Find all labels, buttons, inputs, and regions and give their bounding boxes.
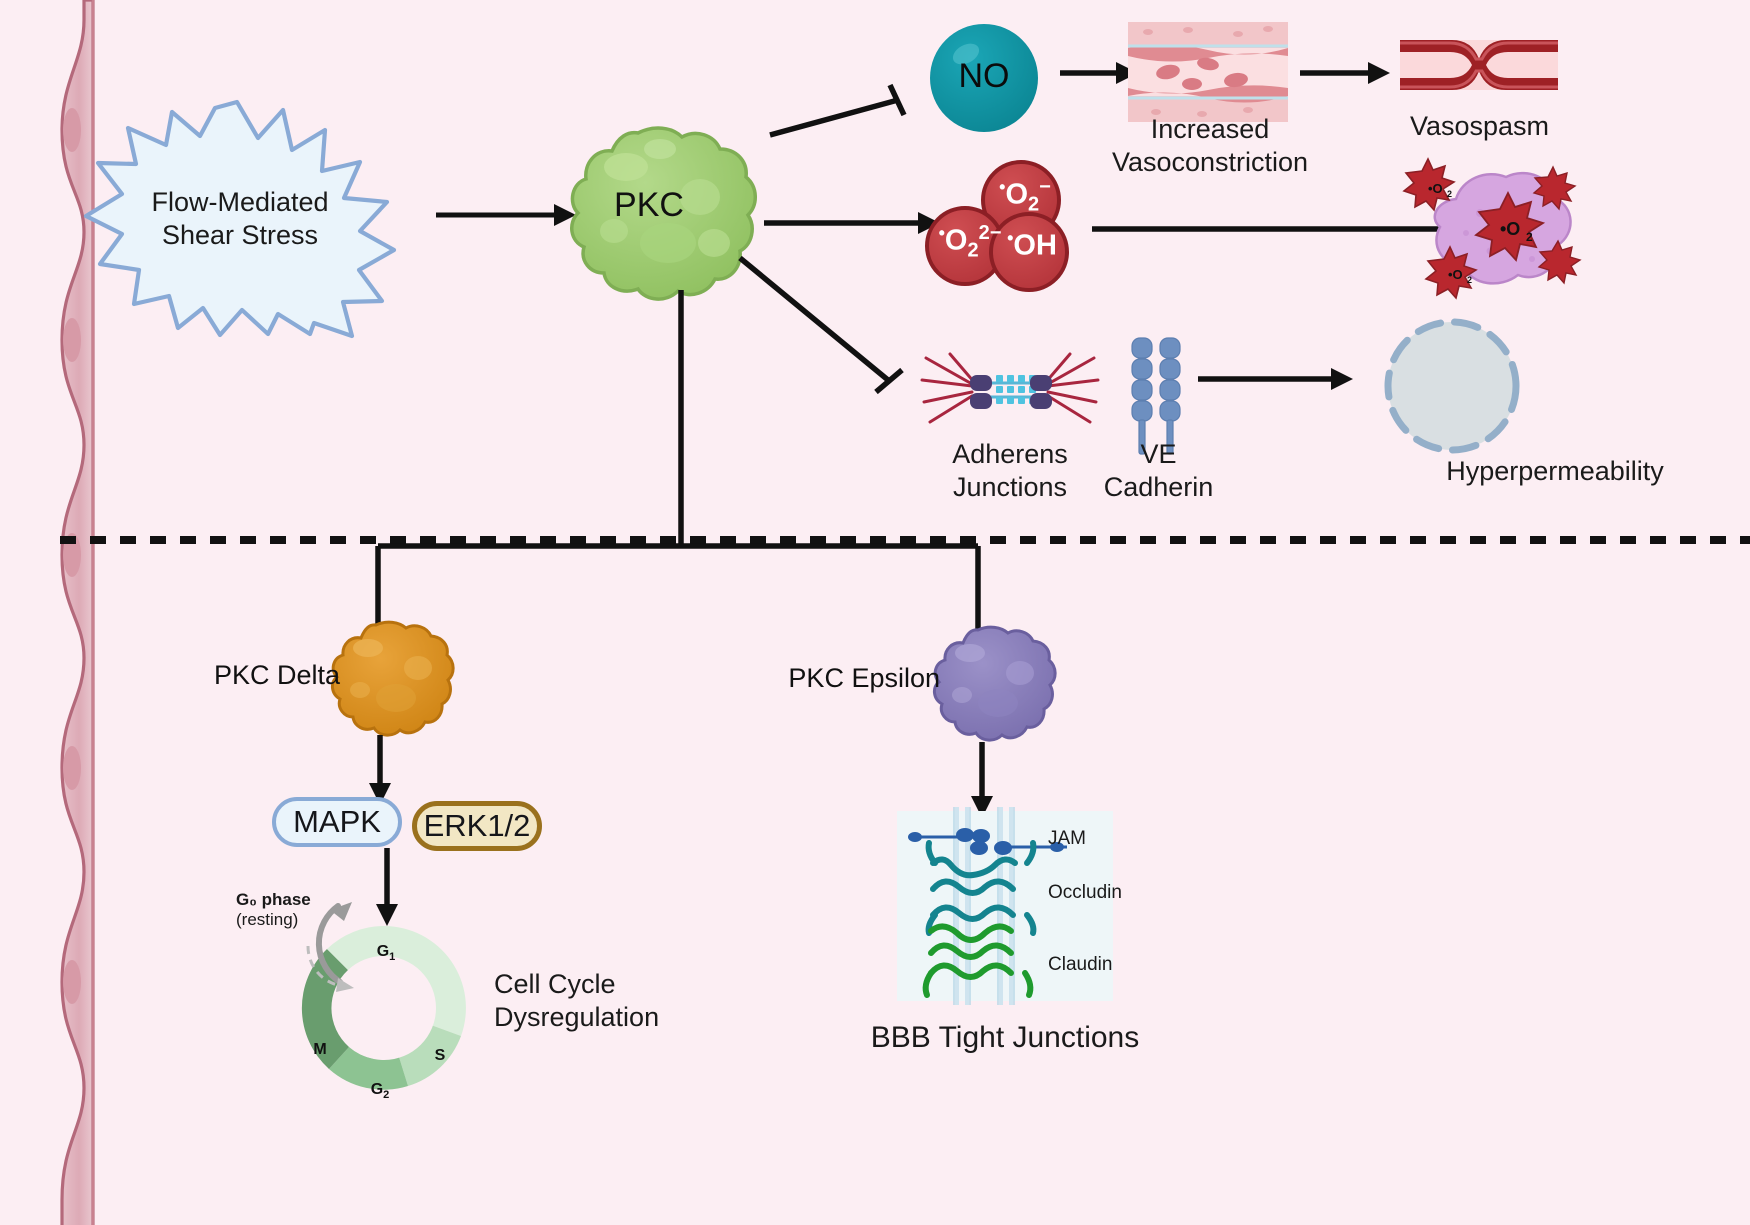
g0-phase-resting: (resting)	[236, 910, 299, 929]
pkc-delta-blob	[331, 620, 455, 737]
bbb-protein-claudin-label: Claudin	[1048, 954, 1113, 975]
erk-node[interactable]: ERK1/2	[412, 801, 542, 851]
pkc-epsilon-blob	[933, 625, 1057, 742]
flow-mediated-shear-stress-label: Flow-Mediated Shear Stress	[151, 187, 329, 250]
immune-cell-icon: •O 2 •O 2 •O 2	[1402, 157, 1582, 300]
ros-species-1-sup: 2−	[978, 222, 1002, 244]
ros-species-0-sup: −	[1039, 176, 1051, 198]
arrow-pkc-to-ros	[764, 212, 940, 234]
hyperpermeability-label: Hyperpermeability	[1446, 456, 1664, 486]
svg-text:•O: •O	[1428, 181, 1443, 196]
svg-text:2: 2	[1467, 275, 1472, 285]
inhibition-pkc-to-no	[769, 83, 907, 138]
vasoconstriction-vessel-icon	[1128, 22, 1288, 122]
g0-phase-name: G₀ phase	[236, 890, 311, 909]
arrow-pkc-delta-to-mapk	[369, 735, 391, 805]
ve-cadherin-icon	[1131, 337, 1181, 455]
ros-species-1-sub: 2	[967, 239, 979, 262]
pkc-epsilon-label: PKC Epsilon	[788, 663, 940, 693]
flow-mediated-shear-stress-burst	[83, 99, 397, 339]
ros-species-2-base: OH	[1013, 229, 1057, 262]
pkc-blob	[570, 126, 757, 301]
no-molecule	[930, 24, 1038, 132]
ros-peroxide-dianion-label: •O22−	[938, 222, 1002, 262]
mapk-node[interactable]: MAPK	[272, 797, 402, 847]
adherens-junction-icon	[920, 352, 1100, 424]
no-label: NO	[958, 57, 1010, 95]
vasospasm-label: Vasospasm	[1409, 111, 1550, 141]
ve-cadherin-label: VE Cadherin	[1103, 439, 1214, 502]
mapk-label: MAPK	[293, 804, 381, 839]
compartment-divider	[60, 536, 1750, 544]
vessel-wall	[60, 0, 95, 1225]
vasospasm-vessel-icon	[1400, 40, 1558, 90]
arrow-to-hyperpermeability	[1198, 368, 1353, 390]
cell-cycle-phase-m-label: M	[313, 1041, 326, 1058]
arrow-vasoconstriction-to-vasospasm	[1300, 62, 1390, 84]
pkc-label: PKC	[614, 186, 684, 224]
erk-label: ERK1/2	[423, 808, 531, 843]
adherens-junctions-label: Adherens Junctions	[952, 439, 1068, 502]
svg-text:•O: •O	[1448, 267, 1463, 282]
inhibition-pkc-to-adherens-junctions	[738, 255, 904, 395]
svg-text:•O: •O	[1500, 219, 1520, 239]
hyperpermeability-icon	[1384, 318, 1520, 454]
bbb-tight-junctions-caption: BBB Tight Junctions	[870, 1021, 1140, 1054]
svg-text:2: 2	[1526, 230, 1533, 244]
ros-species-0-base: O	[1005, 178, 1029, 211]
ros-hydroxyl-radical-label: •OH	[1007, 228, 1057, 262]
g0-phase-arrows	[306, 902, 354, 992]
cell-cycle-phase-s-label: S	[435, 1047, 446, 1064]
g0-phase-label: G₀ phase (resting)	[236, 890, 366, 930]
ros-species-1-base: O	[944, 224, 968, 257]
bbb-protein-occludin-label: Occludin	[1048, 882, 1122, 903]
pkc-delta-label: PKC Delta	[213, 660, 340, 690]
ros-cluster	[925, 160, 1069, 292]
pkc-lower-branch-connector	[375, 290, 981, 638]
cell-cycle-dysregulation-label: Cell Cycle Dysregulation	[494, 969, 660, 1032]
arrow-pkc-epsilon-to-bbb	[971, 742, 993, 818]
ros-superoxide-anion-label: •O2−	[999, 176, 1051, 216]
increased-vasoconstriction-label: Increased Vasoconstriction	[1111, 114, 1309, 177]
arrow-stimulus-to-pkc	[436, 204, 576, 226]
arrow-no-to-vasoconstriction	[1060, 62, 1138, 84]
arrow-mapk-to-cell-cycle	[376, 848, 398, 926]
bbb-protein-jam-label: JAM	[1048, 828, 1086, 849]
bbb-tight-junctions-panel	[897, 807, 1113, 1005]
svg-text:2: 2	[1447, 189, 1452, 199]
ros-species-0-sub: 2	[1028, 193, 1040, 216]
